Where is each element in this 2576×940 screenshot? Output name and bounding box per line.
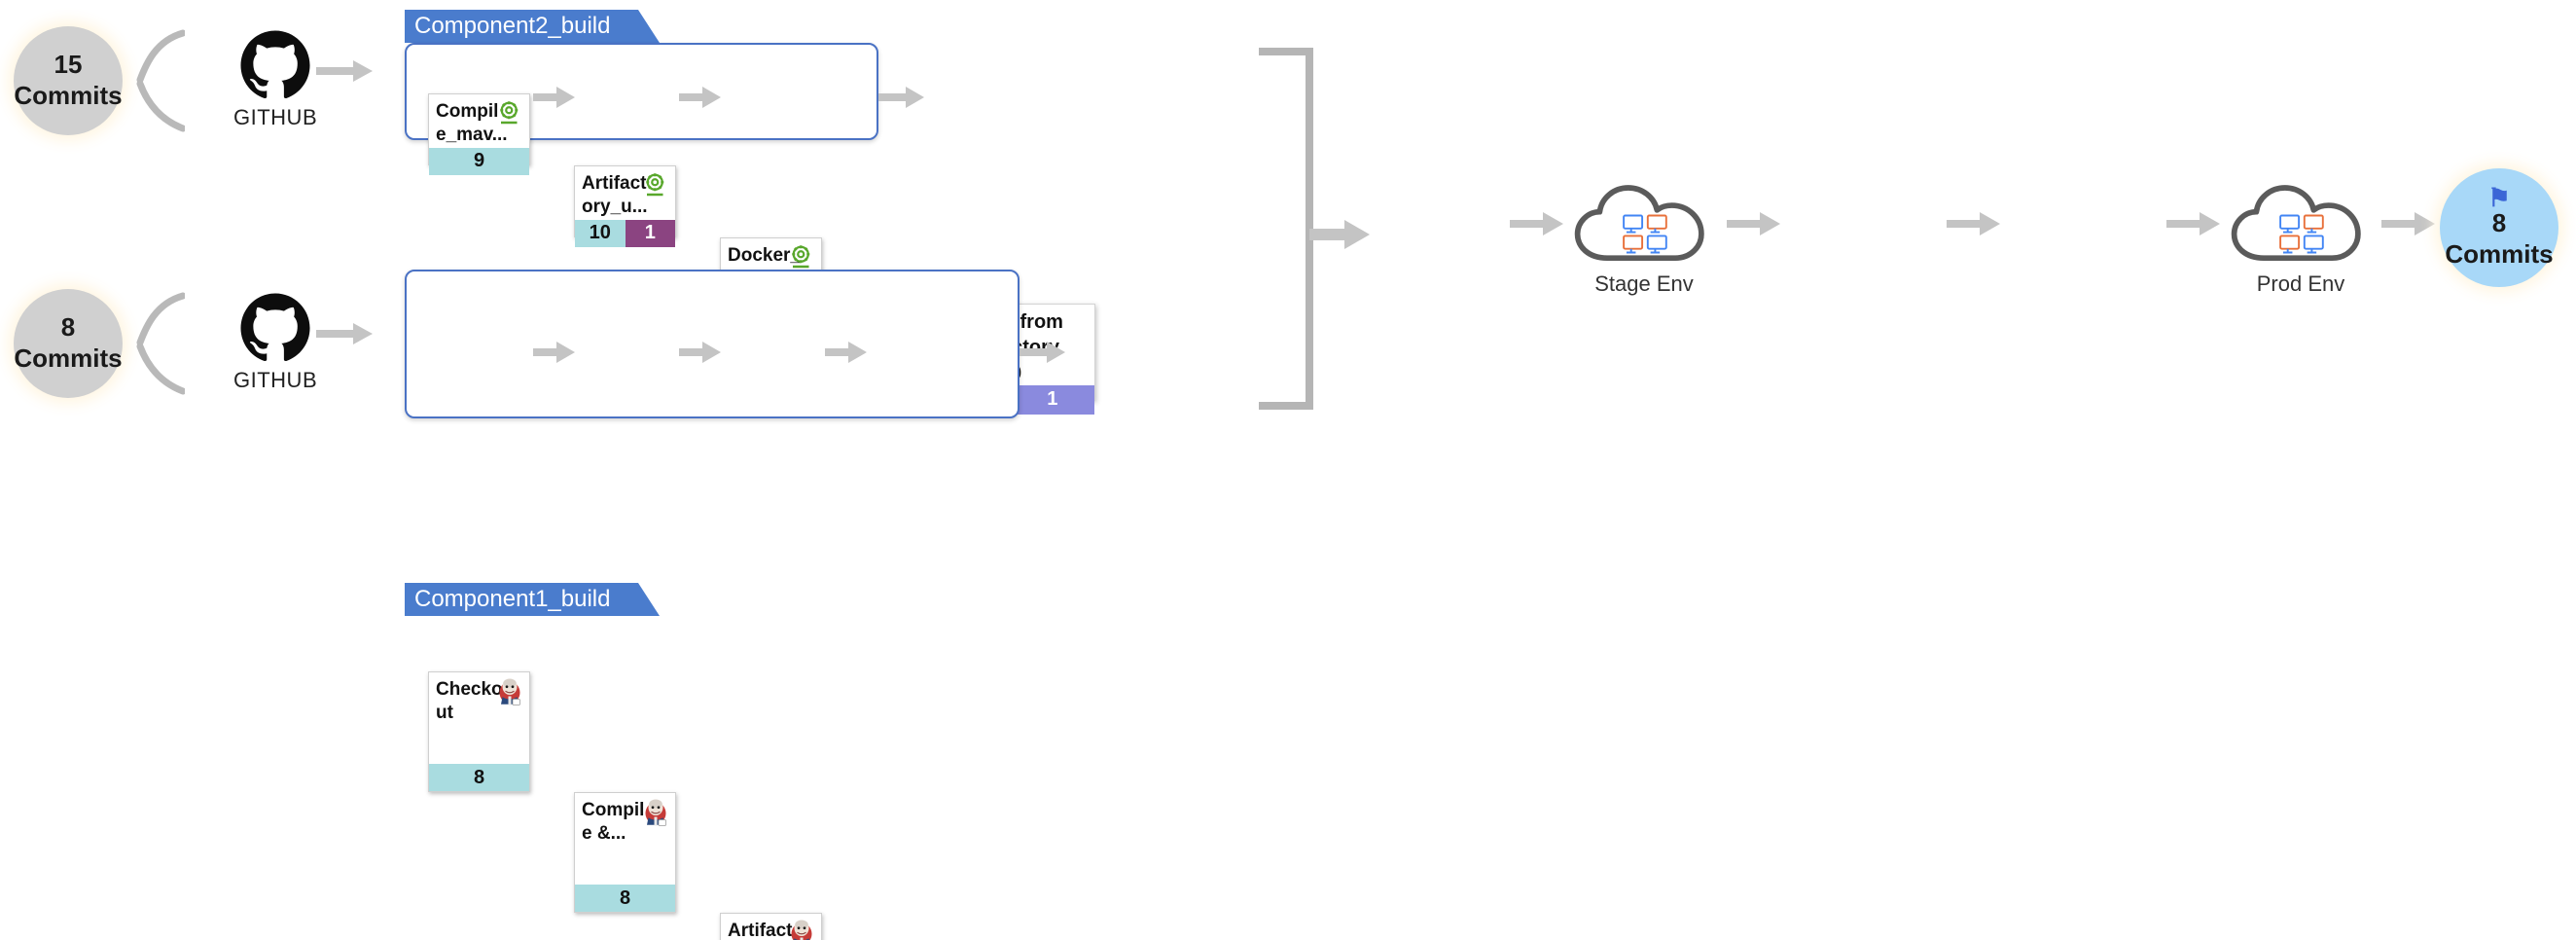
group-header-component1-build[interactable]: Component1_build — [405, 583, 638, 616]
step-counters: 10 1 — [575, 220, 675, 247]
arrow-component1-to-listener-bottom — [1020, 341, 1066, 364]
group-name: Component2_build — [414, 13, 610, 39]
arrow-stage-env-to-approval — [1727, 211, 1781, 236]
counter-failure[interactable]: 1 — [626, 220, 676, 247]
arrow-prod-env-to-released-commits — [2381, 211, 2436, 236]
jenkins-icon — [787, 919, 816, 940]
step-counters: 8 — [429, 764, 529, 791]
step-body: Compil e_mav... — [429, 94, 529, 148]
step-body: Checko ut — [429, 672, 529, 764]
counter-success[interactable]: 10 — [575, 220, 626, 247]
flag-icon: ⚑ — [2487, 185, 2510, 210]
cloud-servers-icon — [1570, 180, 1718, 270]
step-body: Artifact ory... — [721, 914, 821, 940]
commits-circle-source-bottom[interactable]: 8 Commits — [14, 289, 123, 398]
arrow-github-bottom-to-component1 — [316, 321, 375, 346]
arrow-deploy-stage-to-stage-env — [1510, 211, 1564, 236]
arrow-step-2-3-c1 — [679, 341, 722, 364]
counter-success[interactable]: 8 — [575, 885, 675, 912]
step-counters: 9 — [429, 148, 529, 175]
arrow-step-1-2-c1 — [533, 341, 576, 364]
commits-label: Commits — [2445, 239, 2553, 271]
commits-circle-source-top[interactable]: 15 Commits — [14, 26, 123, 135]
counter-waiting[interactable]: 1 — [1011, 385, 1095, 415]
jfrog-pipelines-gear-icon — [787, 243, 816, 272]
source-split-connector-top — [117, 29, 185, 136]
counter-success[interactable]: 9 — [429, 148, 529, 175]
commits-count: 8 — [61, 312, 75, 343]
step-artifactory-publish[interactable]: Artifact ory... 8 — [720, 913, 822, 940]
commits-count: 15 — [54, 50, 83, 81]
env-label: Stage Env — [1594, 271, 1694, 297]
step-compile-maven[interactable]: Compil e_mav... 9 — [428, 93, 530, 165]
env-prod-env[interactable]: Prod Env — [2218, 180, 2383, 297]
pipeline-diagram-canvas: 15 Commits GITHUB Component2_build Compi… — [0, 0, 2576, 470]
scm-label: GITHUB — [233, 368, 317, 393]
scm-label: GITHUB — [233, 105, 317, 130]
arrow-deploy-prod-to-prod-env — [2166, 211, 2221, 236]
source-split-connector-bottom — [117, 292, 185, 399]
commits-label: Commits — [14, 343, 122, 375]
merge-bracket-connector — [1255, 44, 1372, 414]
scm-github-top[interactable]: GITHUB — [233, 29, 317, 130]
commits-circle-released[interactable]: ⚑ 8 Commits — [2440, 168, 2558, 287]
env-stage-env[interactable]: Stage Env — [1561, 180, 1727, 297]
jfrog-pipelines-gear-icon — [495, 99, 524, 128]
step-checkout[interactable]: Checko ut 8 — [428, 671, 530, 792]
github-icon — [239, 292, 311, 364]
arrow-github-top-to-component2 — [316, 58, 375, 84]
github-icon — [239, 29, 311, 101]
arrow-approval-to-deploy-prod — [1947, 211, 2001, 236]
arrow-step-3-4-c1 — [825, 341, 868, 364]
arrow-step-1-2-c2 — [533, 86, 576, 109]
scm-github-bottom[interactable]: GITHUB — [233, 292, 317, 393]
step-compile-and-test[interactable]: Compil e &... 8 — [574, 792, 676, 913]
commits-label: Commits — [14, 81, 122, 112]
group-header-component2-build[interactable]: Component2_build — [405, 10, 638, 43]
arrow-component2-to-listener-top — [878, 86, 925, 109]
step-artifactory-upload[interactable]: Artifact ory_u... 10 1 — [574, 165, 676, 237]
counter-success[interactable]: 8 — [429, 764, 529, 791]
jenkins-icon — [495, 677, 524, 706]
cloud-servers-icon — [2227, 180, 2375, 270]
jenkins-icon — [641, 798, 670, 827]
group-name: Component1_build — [414, 586, 610, 612]
step-counters: 8 — [575, 885, 675, 912]
env-label: Prod Env — [2257, 271, 2345, 297]
commits-count: 8 — [2492, 208, 2506, 239]
step-body: Artifact ory_u... — [575, 166, 675, 220]
jfrog-pipelines-gear-icon — [641, 171, 670, 200]
arrow-step-2-3-c2 — [679, 86, 722, 109]
step-body: Compil e &... — [575, 793, 675, 885]
